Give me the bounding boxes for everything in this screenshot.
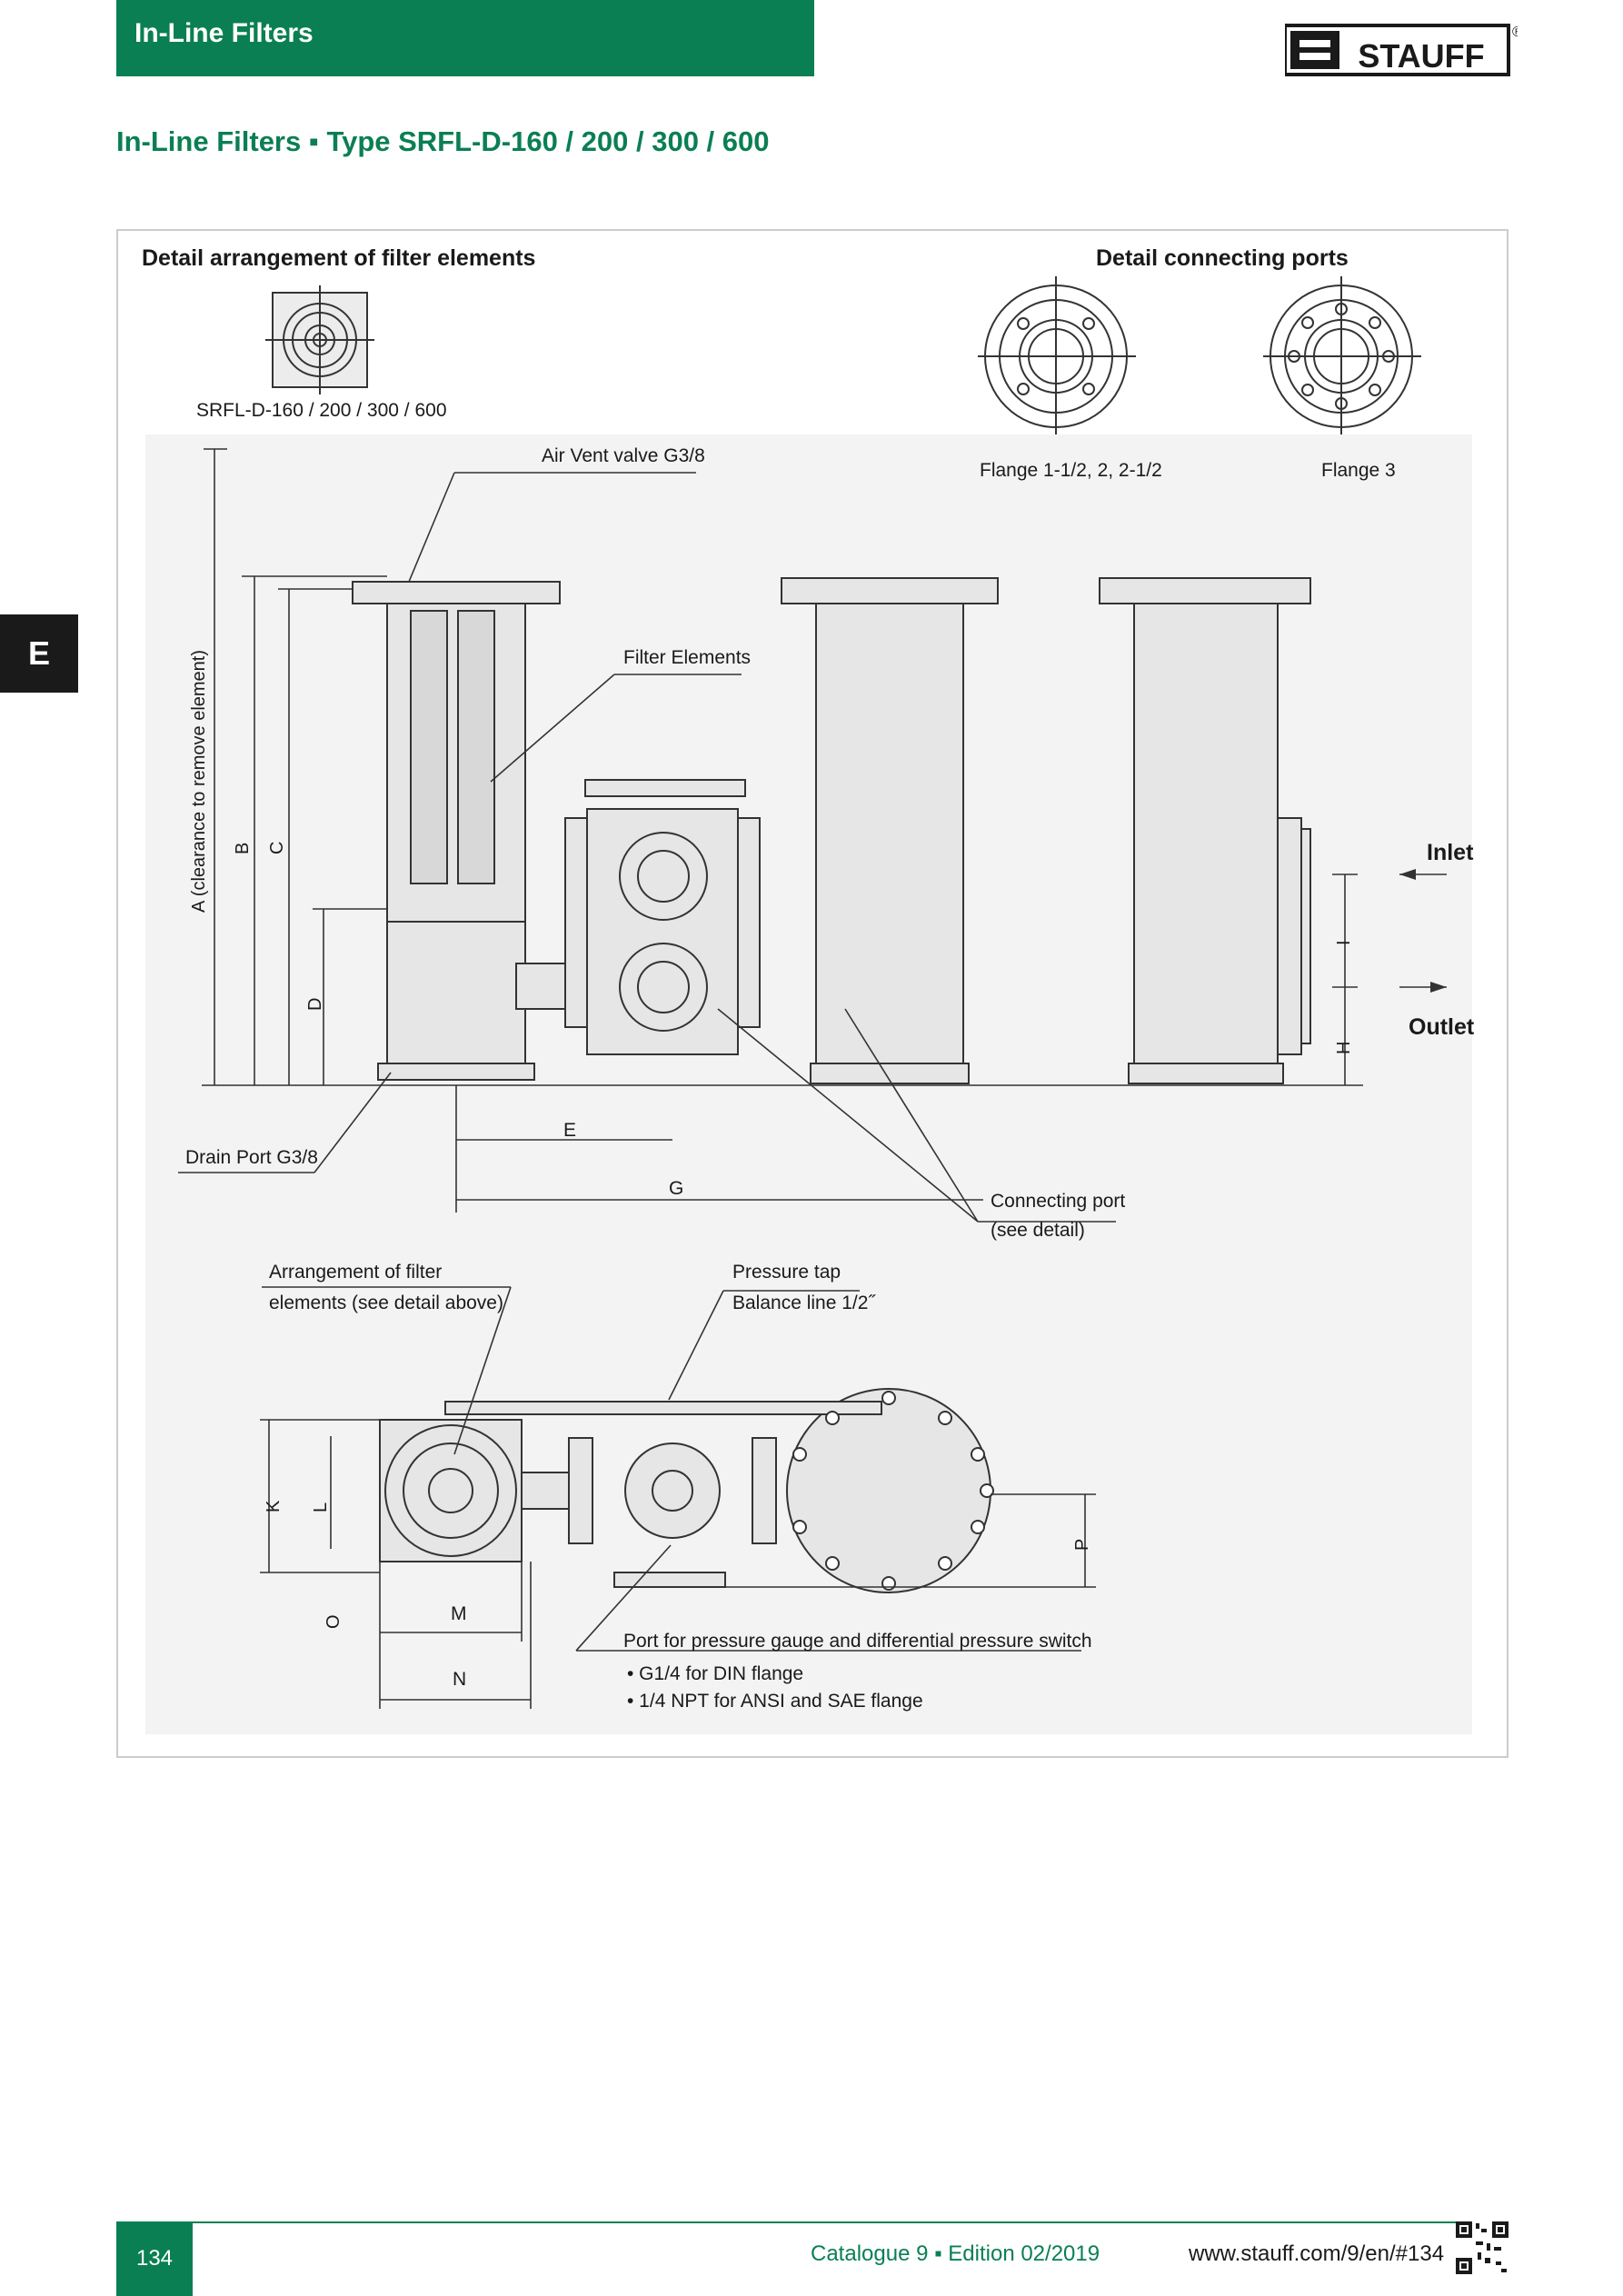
- clearance-label: A (clearance to remove element): [189, 649, 209, 913]
- dim-g-label: G: [669, 1178, 684, 1199]
- connecting-port-label-2: (see detail): [991, 1220, 1085, 1241]
- stauff-logo: STAUFF ®: [1285, 24, 1518, 76]
- outlet-label: Outlet: [1409, 1014, 1475, 1040]
- technical-drawing: [145, 276, 1472, 1734]
- detail-elements-title: Detail arrangement of filter elements: [142, 245, 536, 271]
- dim-k-label: K: [264, 1500, 284, 1512]
- arrangement-label-2: elements (see detail above): [269, 1293, 503, 1313]
- header-bar: In-Line Filters: [116, 0, 814, 76]
- arrangement-label-1: Arrangement of filter: [269, 1262, 443, 1283]
- dim-d-label: D: [305, 997, 325, 1011]
- dim-m-label: M: [451, 1603, 467, 1624]
- filter-elements-label: Filter Elements: [623, 647, 752, 668]
- drawing-panel: [116, 229, 1508, 1758]
- dim-i-label: I: [1334, 940, 1354, 945]
- dim-l-label: L: [311, 1502, 331, 1512]
- page-subtitle: In-Line Filters ▪ Type SRFL-D-160 / 200 …: [116, 125, 770, 157]
- detail-ports-title: Detail connecting ports: [1096, 245, 1349, 271]
- qr-code-icon: [1456, 2221, 1508, 2274]
- connecting-port-label-1: Connecting port: [991, 1191, 1126, 1212]
- registered-mark: ®: [1512, 25, 1518, 40]
- dim-h-label: H: [1334, 1041, 1354, 1054]
- drain-port-label: Drain Port G3/8: [185, 1147, 318, 1168]
- footer-catalogue: Catalogue 9 ▪ Edition 02/2019: [811, 2241, 1100, 2266]
- flange-a-caption: Flange 1-1/2, 2, 2-1/2: [980, 460, 1162, 481]
- logo-text: STAUFF: [1358, 37, 1484, 75]
- inlet-label: Inlet: [1427, 840, 1474, 865]
- pressure-tap-label-1: Pressure tap: [732, 1262, 841, 1283]
- dim-p-label: P: [1072, 1538, 1092, 1551]
- dim-n-label: N: [453, 1669, 467, 1690]
- bullet-din: • G1/4 for DIN flange: [627, 1663, 804, 1684]
- dim-o-label: O: [324, 1614, 344, 1629]
- detail-elements-caption: SRFL-D-160 / 200 / 300 / 600: [196, 400, 447, 421]
- dim-b-label: B: [233, 842, 253, 854]
- air-vent-label: Air Vent valve G3/8: [542, 445, 705, 466]
- flange-b-caption: Flange 3: [1321, 460, 1396, 481]
- section-tab: E: [0, 614, 78, 693]
- footer-divider: [193, 2221, 1508, 2223]
- pressure-tap-label-2: Balance line 1/2˝: [732, 1293, 875, 1313]
- dim-e-label: E: [563, 1120, 577, 1141]
- footer-url[interactable]: www.stauff.com/9/en/#134: [1189, 2241, 1445, 2266]
- dim-c-label: C: [267, 841, 287, 854]
- page-number: 134: [116, 2221, 193, 2296]
- port-gauge-label: Port for pressure gauge and differential…: [623, 1631, 1092, 1652]
- header-title: In-Line Filters: [134, 18, 314, 48]
- bullet-ansi: • 1/4 NPT for ANSI and SAE flange: [627, 1691, 923, 1712]
